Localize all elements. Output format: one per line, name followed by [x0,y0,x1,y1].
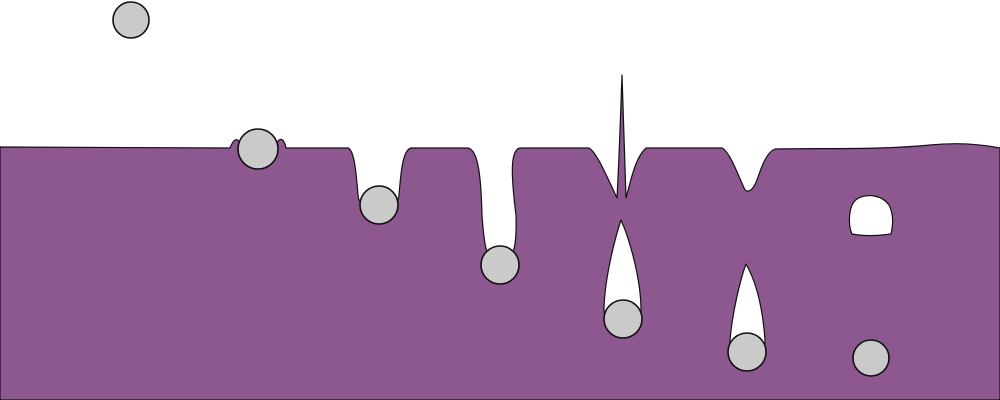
sphere-at-surface [237,128,279,170]
sphere-collapsing-cavity [727,332,767,372]
liquid-body [0,74,1000,400]
sphere-deepening-cavity [480,245,520,285]
sphere-submerged [852,339,890,377]
sphere-shallow-cavity [359,185,399,225]
sphere-pinch-off [603,299,643,339]
sphere-above-surface [112,1,150,39]
